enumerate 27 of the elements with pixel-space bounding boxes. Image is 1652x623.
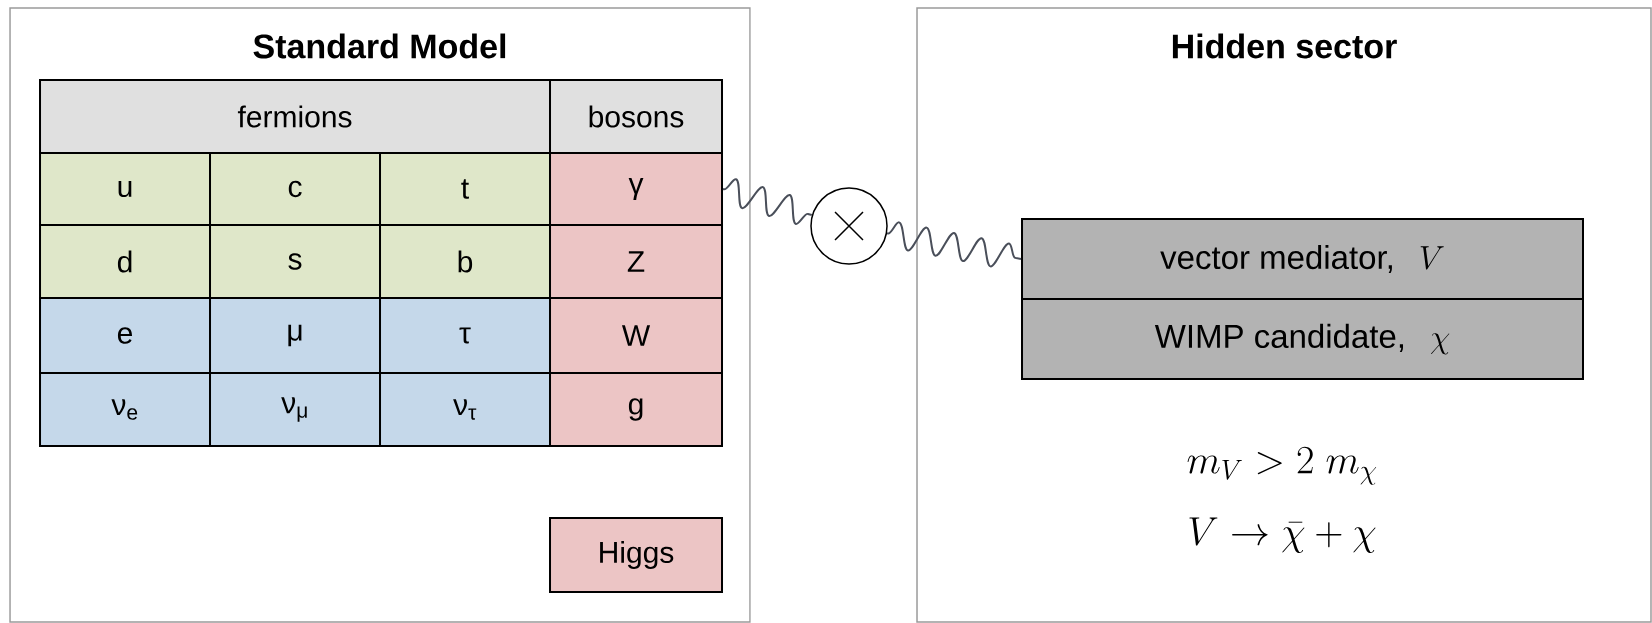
table-cell: ν$_{τ}$ (379, 372, 551, 447)
panel-title: Hidden sector (1172, 33, 1397, 59)
crossed-circle (810, 187, 888, 265)
panel-title: Standard Model (253, 33, 506, 59)
particle-box: vector mediator, $V$ (1021, 218, 1584, 300)
table-cell: ν$_{μ}$ (209, 372, 381, 447)
panel (9, 7, 751, 623)
table-cell: g (549, 372, 723, 447)
panel (916, 7, 1652, 623)
table-cell: u (39, 152, 211, 226)
table-cell: t (379, 152, 551, 226)
table-cell: s (209, 224, 381, 299)
table-cell: γ (549, 152, 723, 226)
table-cell: μ (209, 297, 381, 374)
table-cell: e (39, 297, 211, 374)
table-cell: W (549, 297, 723, 374)
table-cell: τ (379, 297, 551, 374)
table-cell: c (209, 152, 381, 226)
equation: $V \to \bar\chi + \chi$ (1189, 517, 1376, 553)
particle-box: WIMP candidate, $\chi$ (1021, 298, 1584, 380)
table-cell: bosons (549, 79, 723, 154)
equation: $m_V > 2\ m_\chi$ (1187, 446, 1377, 485)
table-cell: b (379, 224, 551, 299)
table-cell: Higgs (549, 517, 723, 593)
table-cell: d (39, 224, 211, 299)
table-cell: Z (549, 224, 723, 299)
table-cell: ν$_{e}$ (39, 372, 211, 447)
